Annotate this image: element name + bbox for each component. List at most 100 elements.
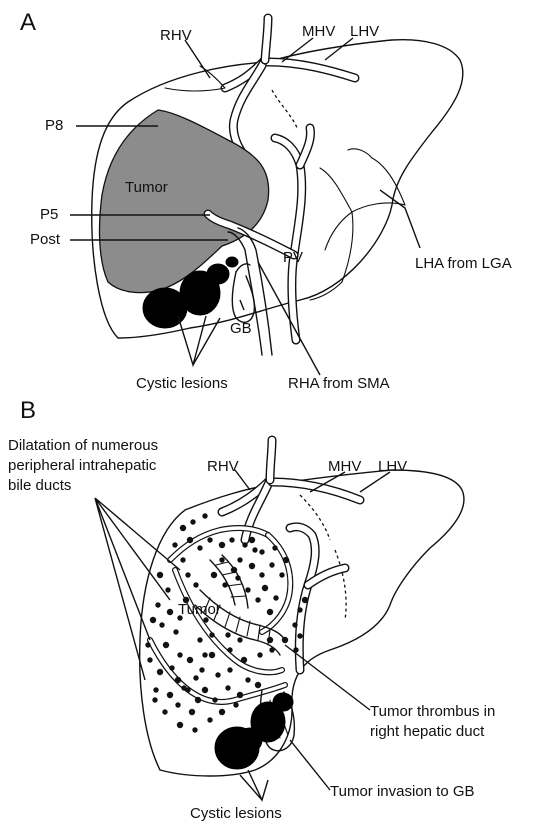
dilated-duct-dot — [282, 637, 288, 643]
dilated-duct-dot — [155, 602, 160, 607]
panel-b-rhv-label: RHV — [207, 458, 239, 475]
panel-a-p5-label: P5 — [40, 206, 58, 223]
dilated-duct-dot — [249, 537, 255, 543]
dilated-duct-dot — [229, 537, 234, 542]
dilated-duct-dot — [169, 665, 174, 670]
dilated-duct-dot — [180, 557, 185, 562]
dilated-duct-dot — [162, 709, 167, 714]
dilated-duct-dot — [209, 632, 214, 637]
panel-a-tumor-label: Tumor — [125, 179, 168, 196]
panel-b-cystic-label: Cystic lesions — [190, 805, 282, 822]
dilated-duct-dot — [227, 647, 232, 652]
dilated-duct-dot — [195, 697, 201, 703]
panel-b-thrombus-label-1: Tumor thrombus in — [370, 703, 495, 720]
dilated-duct-dot — [273, 595, 278, 600]
dilated-duct-dot — [242, 542, 247, 547]
panel-b-lhv-label: LHV — [378, 458, 407, 475]
dilated-duct-dot — [219, 557, 224, 562]
dilated-duct-dot — [267, 609, 273, 615]
dilated-duct-dot — [262, 585, 268, 591]
dilated-duct-dot — [157, 572, 163, 578]
dilated-duct-dot — [297, 633, 302, 638]
panel-b-thrombus-label-2: right hepatic duct — [370, 723, 485, 740]
panel-b-dilatation-label-3: bile ducts — [8, 477, 71, 494]
dilated-duct-dot — [235, 575, 240, 580]
dilated-duct-dot — [219, 709, 225, 715]
dilated-duct-dot — [190, 519, 195, 524]
panel-b-tumor-label: Tumor — [178, 601, 221, 618]
dilated-duct-dot — [177, 722, 183, 728]
dilated-duct-dot — [227, 667, 232, 672]
dilated-duct-dot — [197, 637, 202, 642]
dilated-duct-dot — [147, 657, 152, 662]
dilated-duct-dot — [297, 607, 302, 612]
dilated-duct-dot — [222, 582, 227, 587]
panel-a: A — [20, 9, 512, 392]
dilated-duct-dot — [211, 572, 217, 578]
dilated-duct-dot — [249, 563, 255, 569]
dilated-duct-dot — [209, 652, 215, 658]
panel-a-gallbladder — [232, 272, 254, 322]
dilated-duct-dot — [153, 687, 158, 692]
dilated-duct-dot — [180, 525, 186, 531]
dilated-duct-dot — [193, 675, 198, 680]
panel-a-post-label: Post — [30, 231, 61, 248]
dilated-duct-dot — [163, 642, 169, 648]
dilated-duct-dot — [192, 727, 197, 732]
panel-a-mhv-label: MHV — [302, 23, 335, 40]
dilated-duct-dot — [203, 617, 208, 622]
panel-b: B — [8, 397, 495, 822]
panel-a-pv-label: PV — [283, 249, 303, 266]
dilated-duct-dot — [283, 557, 289, 563]
dilated-duct-dot — [172, 542, 177, 547]
panel-a-lhv-label: LHV — [350, 23, 379, 40]
panel-a-letter: A — [20, 9, 36, 36]
dilated-duct-dot — [185, 572, 190, 577]
panel-b-invasion-label: Tumor invasion to GB — [330, 783, 475, 800]
dilated-duct-dot — [150, 617, 156, 623]
dilated-duct-dot — [157, 669, 163, 675]
dilated-duct-dot — [245, 677, 250, 682]
dilated-duct-dot — [259, 549, 264, 554]
dilated-duct-dot — [279, 572, 284, 577]
dilated-duct-dot — [207, 717, 212, 722]
dilated-duct-dot — [292, 622, 297, 627]
dilated-duct-dot — [225, 685, 230, 690]
dilated-duct-dot — [145, 642, 150, 647]
dilated-duct-dot — [252, 547, 257, 552]
dilated-duct-dot — [187, 537, 193, 543]
dilated-duct-dot — [197, 545, 202, 550]
dilated-duct-dot — [177, 652, 182, 657]
dilated-duct-dot — [237, 692, 243, 698]
panel-a-lha-artery — [320, 158, 405, 282]
dilated-duct-dot — [152, 697, 157, 702]
dilated-duct-dot — [272, 545, 277, 550]
panel-a-lha-label: LHA from LGA — [415, 255, 512, 272]
panel-a-gb-label: GB — [230, 320, 252, 337]
dilated-duct-dot — [175, 677, 181, 683]
dilated-duct-dot — [202, 513, 207, 518]
panel-b-dilatation-label-1: Dilatation of numerous — [8, 437, 158, 454]
dilated-duct-dot — [193, 582, 198, 587]
panel-b-mhv-label: MHV — [328, 458, 361, 475]
dilated-duct-dot — [167, 609, 173, 615]
dilated-duct-dot — [215, 672, 220, 677]
dilated-duct-dot — [159, 622, 164, 627]
dilated-duct-dot — [207, 537, 212, 542]
dilated-duct-dot — [269, 562, 274, 567]
dilated-duct-dot — [202, 652, 207, 657]
panel-b-letter: B — [20, 397, 36, 424]
dilated-duct-dot — [257, 652, 262, 657]
dilated-duct-dot — [199, 667, 204, 672]
dilated-duct-dot — [241, 657, 247, 663]
dilated-duct-dot — [302, 597, 308, 603]
dilated-duct-dot — [245, 587, 250, 592]
dilated-duct-dot — [165, 587, 170, 592]
panel-a-rha-label: RHA from SMA — [288, 375, 390, 392]
dilated-duct-dot — [189, 709, 195, 715]
dilated-duct-dot — [173, 629, 178, 634]
dilated-duct-dot — [175, 702, 180, 707]
dilated-duct-dot — [212, 697, 217, 702]
dilated-duct-dot — [237, 557, 242, 562]
